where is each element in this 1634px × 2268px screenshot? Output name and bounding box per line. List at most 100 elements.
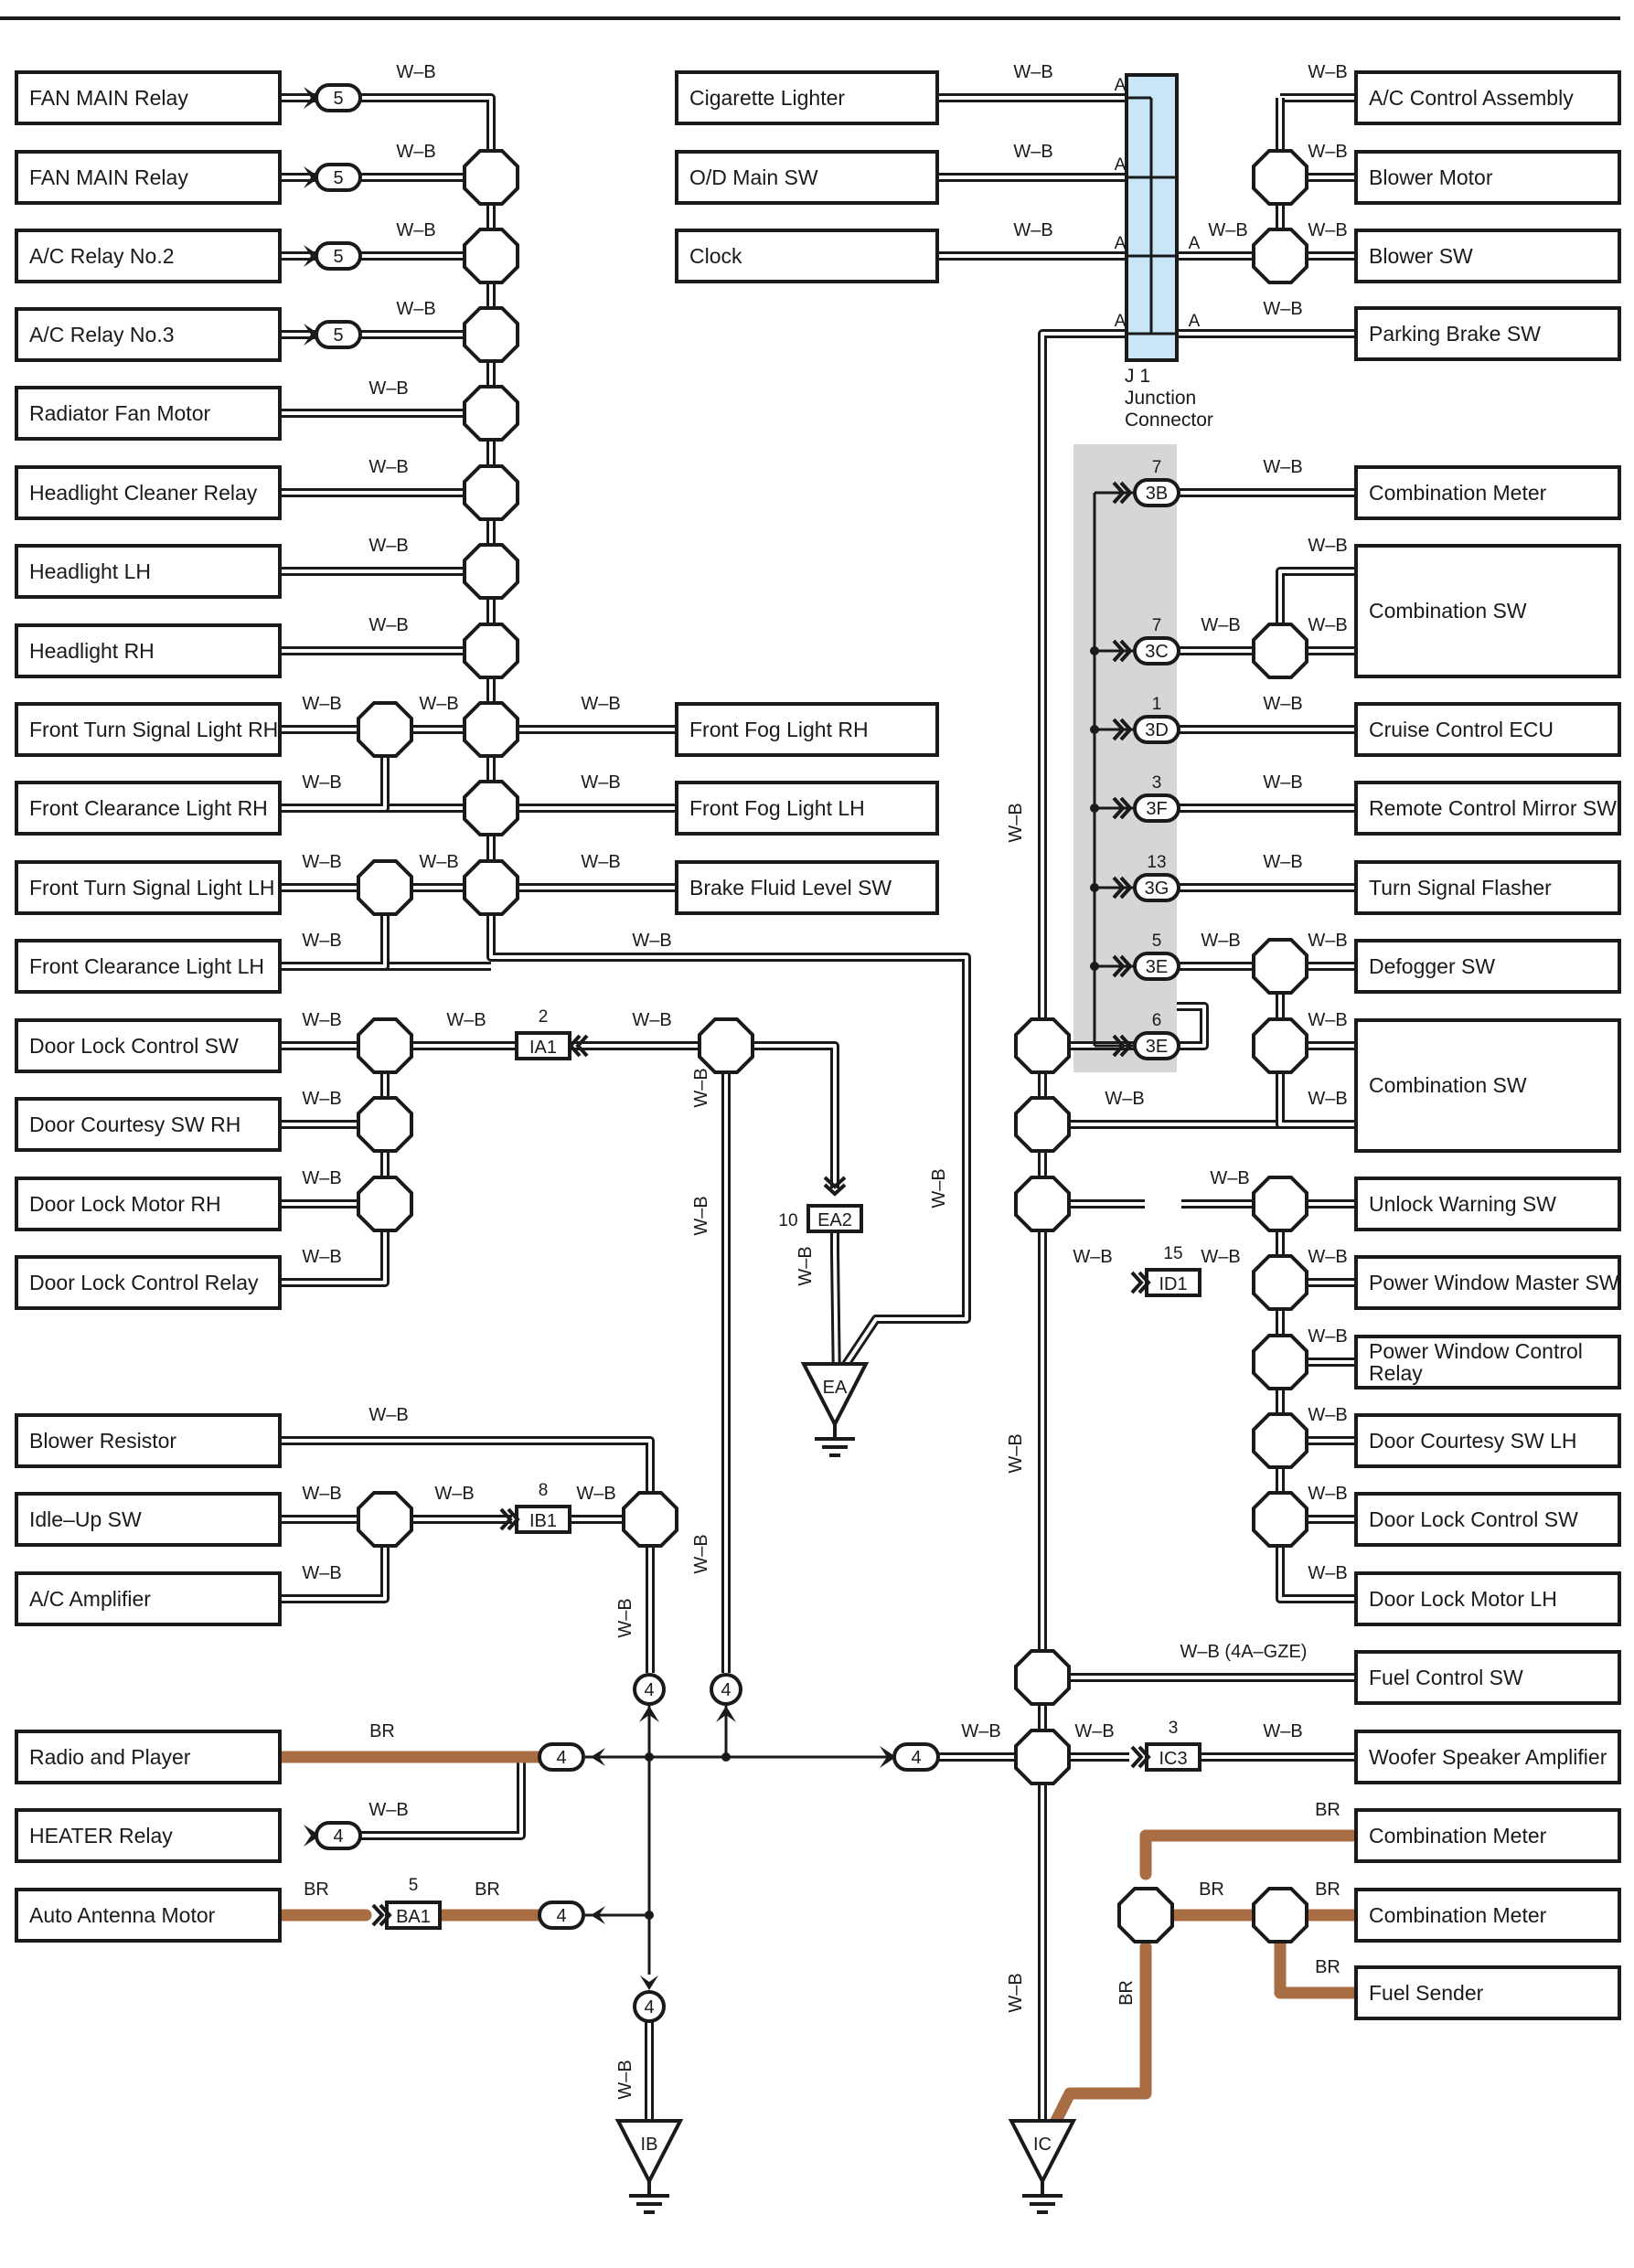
- left-trunk-splice: [463, 385, 519, 442]
- left-component-3-frame: [15, 307, 282, 362]
- connector-5-0-id: 5: [333, 89, 343, 109]
- left-trunk-splice: [463, 464, 519, 521]
- wire-color-label: W–B: [396, 220, 435, 240]
- left-component-1-label: FAN MAIN Relay: [29, 165, 188, 189]
- wire-color-label: W–B: [1263, 772, 1302, 793]
- wire-color-label: W–B: [302, 1168, 341, 1188]
- j1-caption-line1: Junction: [1125, 388, 1196, 409]
- right-component-0-label: A/C Control Assembly: [1369, 86, 1574, 110]
- right-component-13-frame: [1354, 1335, 1621, 1390]
- connector-center-4-id: 4: [911, 1748, 921, 1768]
- connector-antenna-4-id: 4: [556, 1906, 566, 1926]
- connector-j3-4-shell: [1133, 873, 1180, 902]
- j1-pin-a-right: A: [1189, 234, 1201, 253]
- heater-relay-wire-core: [357, 1757, 523, 1837]
- connector-j3-0-id: 3B: [1146, 484, 1168, 504]
- right-component-14-frame: [1354, 1413, 1621, 1468]
- pw-splice-1: [1252, 1176, 1308, 1232]
- right-component-11-frame: [1354, 1177, 1621, 1231]
- right-component-11-label: Unlock Warning SW: [1369, 1192, 1556, 1216]
- right-component-0-frame: [1354, 70, 1621, 125]
- right-component-8-frame: [1354, 860, 1621, 915]
- wire-color-label: W–B: [691, 1068, 711, 1107]
- connector-j3-3-shell: [1133, 793, 1180, 823]
- middle-component-3-frame: [675, 702, 939, 757]
- terminal-arrow: [304, 245, 320, 267]
- right-component-2-frame: [1354, 229, 1621, 283]
- left-component-6-label: Headlight LH: [29, 559, 151, 583]
- ia1-chevron: [575, 1034, 589, 1058]
- terminal-arrow: [716, 1706, 736, 1722]
- left-component-18-frame: [15, 1571, 282, 1626]
- left-trunk-to-ea-wire-core: [489, 914, 968, 1387]
- right-component-5-frame: [1354, 544, 1621, 678]
- connector-j3-2-id: 3D: [1145, 720, 1169, 740]
- connector-ib-upper-4-id: 4: [644, 1680, 654, 1700]
- j3-chevron: [1112, 481, 1126, 505]
- right-component-10-label: Combination SW: [1369, 1073, 1527, 1097]
- wire-color-label: W–B: [302, 852, 341, 872]
- j3-chevron-2: [1119, 718, 1133, 741]
- left-trunk-splice: [463, 701, 519, 758]
- connector-5-0-shell: [315, 83, 362, 112]
- wire-color-label: W–B: [1308, 1405, 1347, 1425]
- terminal-arrow: [591, 1906, 605, 1924]
- left-component-20-label: HEATER Relay: [29, 1824, 173, 1847]
- ib1-chevron: [499, 1507, 513, 1531]
- left-component-10-frame: [15, 860, 282, 915]
- ic3-chevron-2: [1137, 1745, 1151, 1769]
- middle-component-4-frame: [675, 781, 939, 836]
- ea2-chevron-2: [823, 1183, 847, 1197]
- left-component-16-label: Blower Resistor: [29, 1429, 176, 1453]
- idle-up-splice: [357, 1491, 413, 1548]
- wire-color-label: W–B: [1105, 1089, 1144, 1109]
- idle-up-group-wire-core: [280, 1517, 387, 1601]
- wire-color-label: W–B: [1308, 1089, 1347, 1109]
- connector-j3-3-pin: 3: [1152, 773, 1162, 793]
- wire-color-label: W–B: [1201, 1247, 1240, 1267]
- br-splice-left: [1117, 1887, 1174, 1943]
- connector-id1-id: ID1: [1159, 1274, 1187, 1294]
- right-component-4-label: Combination Meter: [1369, 481, 1547, 505]
- ground-ib-label: IB: [641, 2135, 658, 2155]
- left-trunk-splice: [463, 306, 519, 363]
- j3-chevron: [1112, 796, 1126, 820]
- pw-splice-3: [1252, 1334, 1308, 1390]
- comb-sw-2-splice: [1252, 1017, 1308, 1074]
- left-component-17-label: Idle–Up SW: [29, 1507, 142, 1531]
- terminal-arrow: [639, 1706, 659, 1722]
- blower-sw-splice: [1252, 228, 1308, 284]
- door-lock-splice-2: [357, 1096, 413, 1153]
- wire-color-label-4agze: W–B (4A–GZE): [1180, 1642, 1308, 1662]
- connector-j3-5-shell: [1133, 952, 1180, 981]
- middle-component-0-frame: [675, 70, 939, 125]
- left-component-13-frame: [15, 1097, 282, 1152]
- right-component-21-label: Fuel Sender: [1369, 1981, 1484, 2005]
- left-component-12-frame: [15, 1018, 282, 1073]
- wire-color-label: W–B: [302, 694, 341, 714]
- connector-ib-upper-4-shell: [633, 1673, 666, 1706]
- right-component-15-label: Door Lock Control SW: [1369, 1507, 1578, 1531]
- right-component-7-label: Remote Control Mirror SW: [1369, 796, 1617, 820]
- ba1-chevron: [371, 1903, 385, 1927]
- wire-color-label: W–B: [961, 1721, 1000, 1741]
- wire-color-label: W–B: [632, 1010, 671, 1030]
- connector-j3-0-pin: 7: [1152, 458, 1162, 477]
- left-component-0-frame: [15, 70, 282, 125]
- right-component-1-label: Blower Motor: [1369, 165, 1493, 189]
- connector-j3-0-shell: [1133, 478, 1180, 507]
- j3-chevron-2: [1119, 954, 1133, 978]
- wire-color-label: W–B: [1073, 1247, 1112, 1267]
- j3-chevron-2: [1119, 639, 1133, 663]
- left-component-19-frame: [15, 1730, 282, 1784]
- connector-j3-2-shell: [1133, 715, 1180, 744]
- right-component-8-label: Turn Signal Flasher: [1369, 876, 1552, 900]
- wire-color-label: W–B: [1013, 220, 1052, 240]
- left-component-4-label: Radiator Fan Motor: [29, 401, 210, 425]
- connector-j3-2-pin: 1: [1152, 695, 1162, 714]
- wire-color-label-br: BR: [475, 1879, 500, 1900]
- left-component-20-frame: [15, 1808, 282, 1863]
- wire-color-label: W–B: [1006, 1973, 1026, 2012]
- connector-j3-5-id: 3E: [1146, 957, 1168, 977]
- left-component-21-frame: [15, 1888, 282, 1943]
